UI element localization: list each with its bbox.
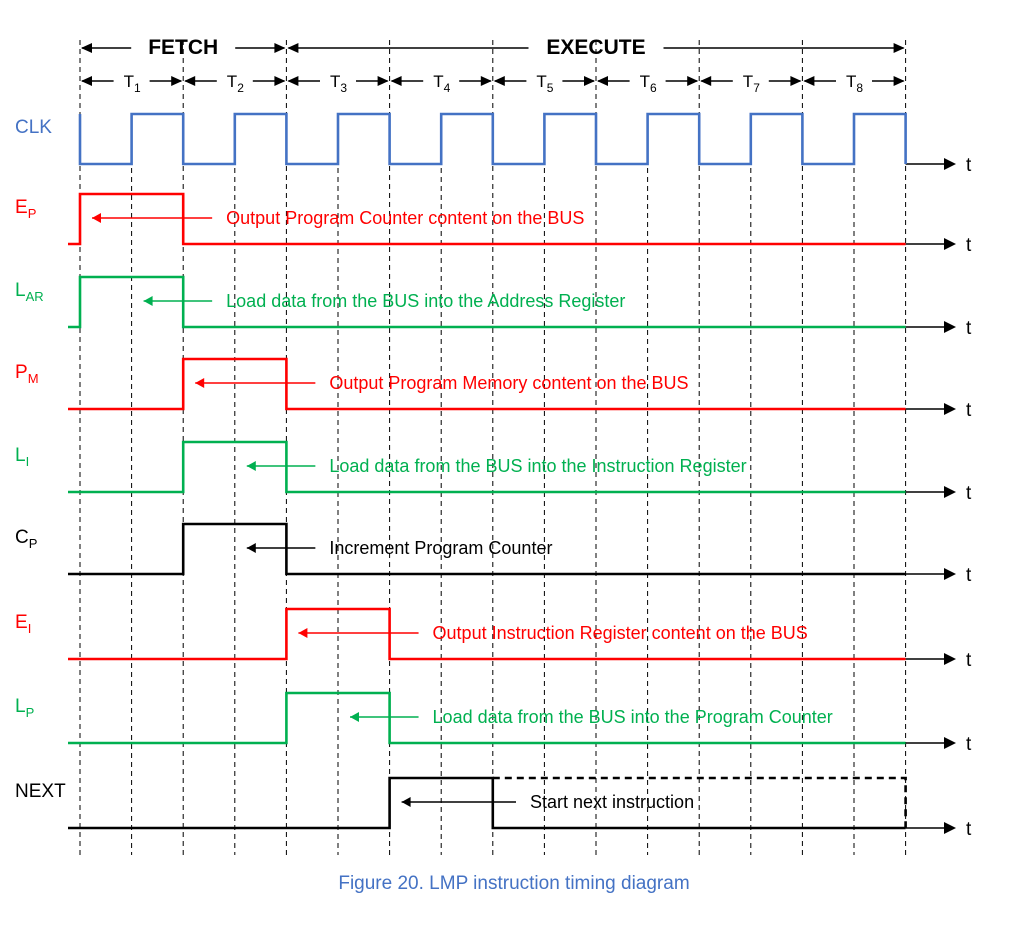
waveform — [68, 522, 906, 576]
annotation-arrow-head — [350, 712, 359, 722]
state-label-3: T3 — [330, 72, 347, 95]
signal-li: LI t Load data from the BUS into the Instr… — [15, 440, 972, 504]
time-label: t — [966, 650, 972, 671]
waveform-dashed — [492, 776, 907, 828]
annotation-arrow-head — [298, 628, 308, 638]
annotation-arrow-head — [143, 296, 153, 306]
annotation-pm: Output Program Memory content on the BUS — [329, 373, 688, 393]
phase-arrow-execute — [287, 43, 905, 53]
signal-pm: PM t Output Program Memory content on the … — [15, 357, 972, 421]
state-label-1: T1 — [124, 72, 141, 95]
waveform — [68, 440, 906, 494]
state-arrow-5 — [493, 76, 595, 86]
phase-arrow-fetch — [81, 43, 286, 53]
state-arrow-6 — [597, 76, 699, 86]
time-axis-arrowhead — [944, 321, 956, 333]
signal-label-clk: CLK — [15, 117, 52, 138]
signal-ep: EP t Output Program Counter content on the… — [15, 192, 972, 256]
annotation-ei: Output Instruction Register content on t… — [433, 623, 808, 643]
signal-lp: LP t Load data from the BUS into the Progr… — [15, 691, 972, 755]
waveform — [68, 357, 906, 411]
state-label-6: T6 — [640, 72, 657, 95]
phase-label-execute: EXECUTE — [546, 36, 645, 59]
annotation-next: Start next instruction — [530, 792, 694, 812]
signal-label-next: NEXT — [15, 781, 66, 802]
time-label: t — [966, 400, 972, 421]
state-label-8: T8 — [846, 72, 863, 95]
signal-label-ep: EP — [15, 197, 36, 221]
state-label-4: T4 — [433, 72, 450, 95]
annotation-arrow-head — [401, 797, 411, 807]
time-label: t — [966, 483, 972, 504]
state-arrow-3 — [287, 76, 389, 86]
annotation-li: Load data from the BUS into the Instruct… — [329, 456, 746, 476]
signal-label-lar: LAR — [15, 280, 44, 304]
annotation-cp: Increment Program Counter — [329, 538, 552, 558]
time-label: t — [966, 318, 972, 339]
time-axis-arrowhead — [944, 403, 956, 415]
signal-ei: EI t Output Instruction Register content o… — [15, 607, 972, 671]
annotation-arrow-head — [246, 543, 256, 553]
signal-label-lp: LP — [15, 696, 34, 720]
signal-label-li: LI — [15, 445, 29, 469]
annotation-ep: Output Program Counter content on the BU… — [226, 208, 584, 228]
waveform — [68, 776, 906, 830]
annotation-lar: Load data from the BUS into the Address … — [226, 291, 625, 311]
time-label: t — [966, 565, 972, 586]
phase-label-fetch: FETCH — [148, 36, 218, 59]
state-label-2: T2 — [227, 72, 244, 95]
state-label-7: T7 — [743, 72, 760, 95]
time-axis-arrowhead — [944, 158, 956, 170]
state-arrow-2 — [184, 76, 286, 86]
time-axis-arrowhead — [944, 238, 956, 250]
annotation-arrow-head — [246, 461, 256, 471]
figure-caption: Figure 20. LMP instruction timing diagra… — [338, 873, 689, 894]
waveform — [68, 192, 906, 246]
signal-lar: LAR t Load data from the BUS into the Addr… — [15, 275, 972, 339]
signal-label-ei: EI — [15, 612, 31, 636]
waveform — [68, 691, 906, 745]
signal-next: NEXT t Start next instruction — [15, 776, 972, 840]
time-axis-arrowhead — [944, 737, 956, 749]
state-arrow-1 — [81, 76, 183, 86]
state-arrow-7 — [700, 76, 802, 86]
waveform — [68, 607, 906, 661]
signal-label-cp: CP — [15, 527, 37, 551]
time-axis-arrowhead — [944, 568, 956, 580]
time-label: t — [966, 819, 972, 840]
signal-cp: CP t Increment Program Counter — [15, 522, 972, 586]
signal-label-pm: PM — [15, 362, 39, 386]
clock-waveform — [78, 112, 907, 166]
time-axis-arrowhead — [944, 822, 956, 834]
time-axis-arrowhead — [944, 653, 956, 665]
time-axis-arrowhead — [944, 486, 956, 498]
signal-clk: CLK t — [15, 112, 972, 176]
waveform — [68, 275, 906, 329]
annotation-lp: Load data from the BUS into the Program … — [433, 707, 833, 727]
annotation-arrow-head — [195, 378, 205, 388]
state-arrow-4 — [390, 76, 492, 86]
state-arrow-8 — [803, 76, 905, 86]
time-label: t — [966, 155, 972, 176]
time-label: t — [966, 734, 972, 755]
annotation-arrow-head — [92, 213, 101, 223]
state-label-5: T5 — [536, 72, 553, 95]
time-label: t — [966, 235, 972, 256]
